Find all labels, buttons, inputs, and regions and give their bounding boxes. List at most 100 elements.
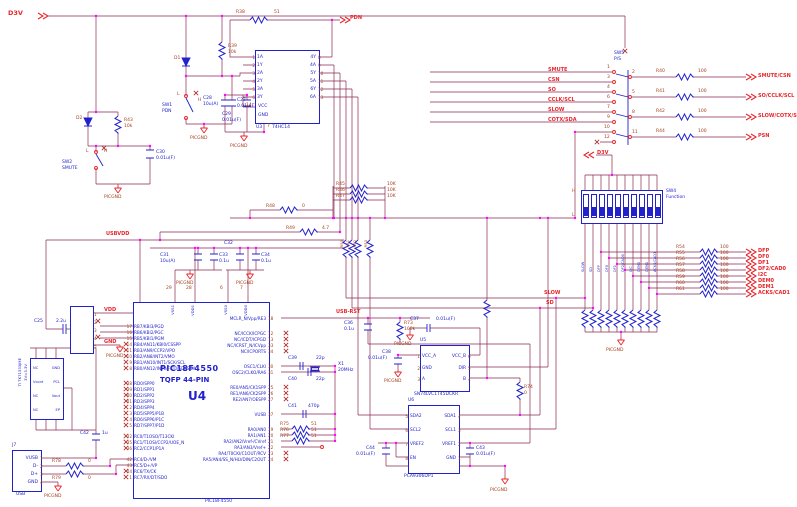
r74-val: 0 — [524, 391, 527, 396]
pin-row: NC — [33, 394, 39, 398]
sw5-pin-number: 9 — [607, 115, 610, 120]
sw5-pin-number: 11 — [632, 130, 638, 135]
out-label-df0: DF0 — [758, 254, 770, 260]
r47-ref: R47 — [336, 194, 345, 199]
sw2-l-label: L — [86, 149, 89, 154]
out-label-df2-cad0: DF2/CAD0 — [758, 266, 787, 272]
out-label-i2c: I2C — [758, 272, 768, 278]
u4-chip[interactable] — [133, 302, 270, 499]
out-label-dfp: DFP — [758, 248, 770, 254]
dip-switch-toggle[interactable] — [582, 191, 590, 223]
dip-switch-toggle[interactable] — [590, 191, 598, 223]
r76-val: 51 — [311, 428, 317, 433]
c27-val: 0.01u(F) — [237, 104, 256, 109]
sw5-pin-number: 2 — [632, 70, 635, 75]
r54-ref: R54 — [676, 245, 685, 250]
out-label-slow-cotx-sda: SLOW/COTX/SDA — [758, 113, 797, 119]
out-label-df1: DF1 — [758, 260, 770, 266]
r40-val: 100 — [698, 69, 707, 74]
picgnd-label: PICGND — [394, 342, 412, 347]
r54-val: 100 — [720, 245, 729, 250]
u3-chip[interactable] — [255, 50, 320, 124]
sw5-input-cclk-scl: CCLK/SCL — [548, 97, 575, 103]
sw4-dip-switch[interactable] — [581, 190, 663, 224]
c42-ref: C42 — [80, 431, 89, 436]
r73-ref: R73 — [404, 321, 413, 326]
regulator-chip[interactable] — [30, 358, 64, 420]
c37-val: 0.01u(F) — [436, 317, 455, 322]
c38-val: 0.01u(F) — [368, 356, 387, 361]
net-label-usb-rst: USB-RST — [336, 309, 361, 315]
u3-ref: U3 — [256, 125, 263, 130]
r78-ref: R78 — [52, 459, 61, 464]
u6-chip[interactable] — [408, 405, 460, 474]
picgnd-label: PICGND — [606, 348, 624, 353]
dip-column-label: DF0 — [605, 265, 609, 272]
u3-gnd-number: 7 — [267, 124, 270, 129]
r50-ref: R50 — [339, 240, 344, 248]
sw2-ref[interactable]: SW2 — [62, 160, 73, 165]
sw1-h-label: H — [198, 98, 202, 103]
dip-switch-toggle[interactable] — [606, 191, 614, 223]
u5-part: SN74LVC1T45DCKR — [414, 392, 459, 397]
power-header[interactable] — [70, 306, 94, 354]
r46-ref: R46 — [336, 188, 345, 193]
r38-ref: R38 — [236, 10, 245, 15]
r45-ref: R45 — [336, 182, 345, 187]
dip-switch-toggle[interactable] — [614, 191, 622, 223]
r45-val: 10K — [387, 182, 396, 187]
sw5-input-smute: SMUTE — [548, 67, 568, 73]
dip-switch-toggle[interactable] — [646, 191, 654, 223]
dip-column-label: DEM0 — [637, 261, 641, 272]
c39-ref: C39 — [288, 356, 297, 361]
c42-val: 1u — [102, 431, 108, 436]
picgnd-label: PICGND — [490, 488, 508, 493]
c34-ref: C34 — [261, 253, 270, 258]
c34-val: 0.1u — [261, 259, 272, 264]
dip-switch-toggle[interactable] — [654, 191, 662, 223]
c36-val: 0.1u — [344, 327, 355, 332]
c43-val: 0.01u(F) — [476, 452, 495, 457]
sw5-input-cotx-sda: COTX/SDA — [548, 117, 577, 123]
dip-switch-toggle[interactable] — [630, 191, 638, 223]
u3-vcc-number: 14 — [246, 103, 252, 108]
dip-switch-toggle[interactable] — [638, 191, 646, 223]
c29-ref: C29 — [222, 112, 231, 117]
regulator-part: TI TK71533JME — [17, 358, 22, 387]
c33-ref: C33 — [219, 253, 228, 258]
r53-ref: R53 — [363, 240, 368, 248]
sw5-input-csn: CSN — [548, 77, 560, 83]
sw4-h-label: H — [572, 189, 576, 194]
r75-ref: R75 — [280, 422, 289, 427]
sw5-ref[interactable]: SW5 — [614, 51, 625, 56]
sw1-ref[interactable]: SW1 — [162, 103, 173, 108]
usb-connector[interactable] — [12, 450, 42, 492]
r57-val: 100 — [720, 263, 729, 268]
j7-name: USB — [16, 492, 26, 497]
u4-top-pin-name: VDD1 — [190, 305, 195, 316]
pin-row: Vcont — [33, 380, 44, 384]
u4-top-pin-number: 7 — [240, 286, 243, 291]
net-label-pdn: PDN — [350, 15, 362, 21]
dip-switch-toggle[interactable] — [598, 191, 606, 223]
u5-chip[interactable] — [420, 345, 470, 392]
r60-val: 100 — [720, 281, 729, 286]
dip-switch-toggle[interactable] — [622, 191, 630, 223]
r41-val: 100 — [698, 89, 707, 94]
